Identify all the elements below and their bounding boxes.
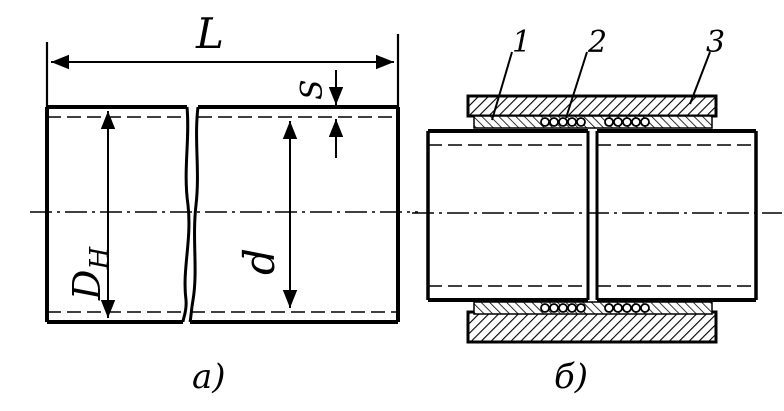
- figure-b: 1 2 3 б): [412, 25, 782, 397]
- wall-thickness-label: S: [295, 79, 330, 100]
- part-label-3: 3: [706, 25, 725, 60]
- part-label-2: 2: [587, 25, 607, 60]
- figure-a: L DH d S а): [30, 9, 418, 397]
- leader-line-1: [491, 51, 513, 121]
- heating-coil-top: [540, 117, 650, 127]
- outer-diameter-symbol: D: [65, 270, 109, 301]
- caption-a: а): [192, 357, 226, 397]
- length-label: L: [195, 9, 224, 58]
- inner-diameter-label: d: [235, 248, 284, 275]
- svg-text:d: d: [235, 248, 284, 275]
- seal-layer-top: [473, 115, 713, 129]
- sleeve-top: [466, 94, 718, 118]
- caption-b: б): [554, 357, 588, 397]
- leader-line-3: [689, 51, 711, 105]
- svg-text:S: S: [295, 79, 330, 100]
- pipe-left: [426, 129, 590, 302]
- part-label-1: 1: [512, 25, 531, 60]
- pipe-right: [595, 129, 758, 302]
- outer-diameter-label: DH: [65, 246, 115, 301]
- svg-text:DH: DH: [65, 246, 115, 301]
- outer-diameter-subscript: H: [85, 246, 115, 271]
- sleeve-bottom: [466, 310, 718, 344]
- pipe-right-segment: [188, 105, 400, 324]
- seal-layer-bottom: [473, 301, 713, 315]
- leader-line-2: [565, 51, 588, 119]
- heating-coil-bottom: [540, 303, 650, 313]
